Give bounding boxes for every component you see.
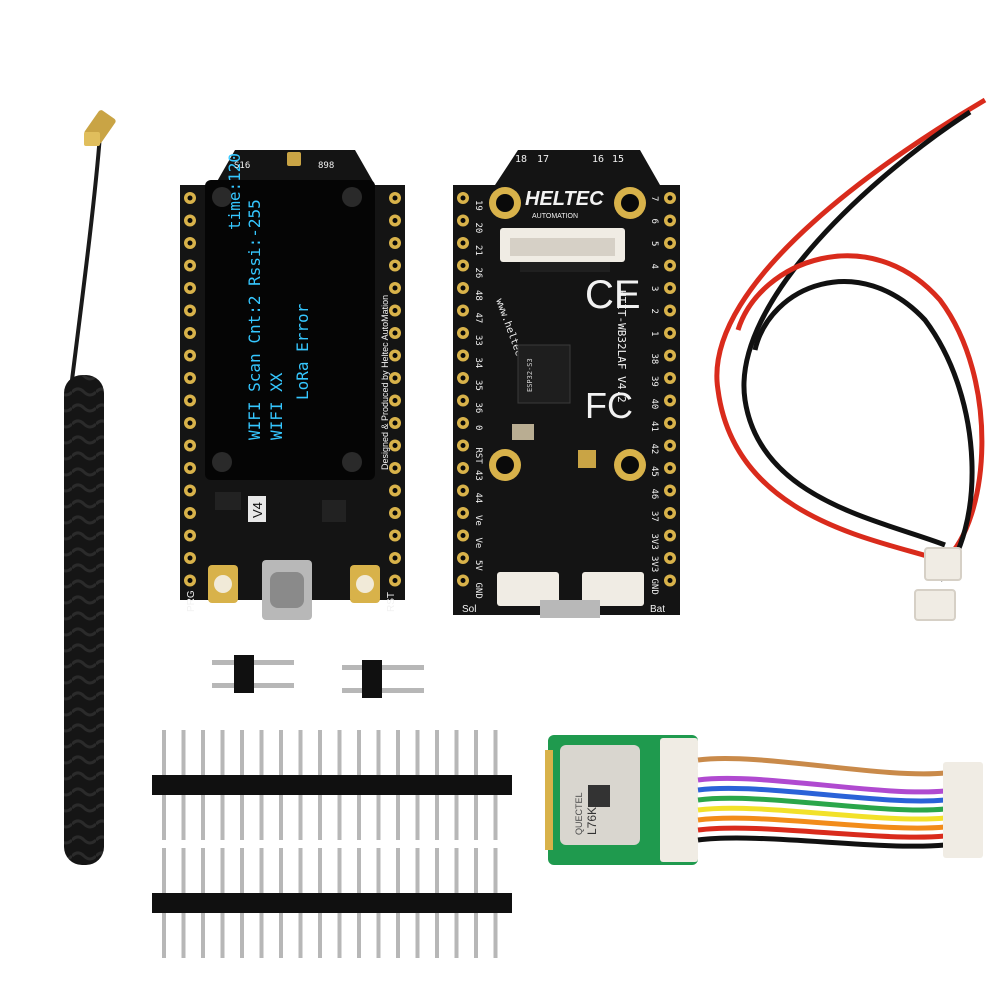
back-pin-row-left (457, 192, 469, 587)
pin-label-left: 43 (473, 470, 483, 481)
pin-label-right: 3V3 (649, 534, 659, 550)
pin-label-right: GND (649, 579, 659, 595)
pin-label-left: 48 (473, 290, 483, 301)
oled-line-1: time:120 (225, 153, 244, 230)
solar-connector (497, 572, 559, 606)
oled-line-3: WIFI XX (267, 372, 286, 440)
antenna-label-left: S16 (234, 161, 250, 171)
pin-label-left: 33 (473, 335, 483, 346)
pin-label-left: 0 (473, 425, 483, 430)
top-pin-15: 15 (612, 154, 624, 165)
antenna-label-right: 898 (318, 161, 334, 171)
antenna (64, 110, 116, 865)
designer-credit: Designed & Produced by Heltec AutoMation (380, 295, 390, 470)
pin-label-left: 36 (473, 403, 483, 414)
pin-label-right: 5 (649, 241, 659, 246)
chip-label: ESP32-S3 (526, 358, 534, 392)
model-label: HTIT-WB32LAF V4.2 (615, 290, 628, 403)
pin-label-right: 3V3 (649, 556, 659, 572)
pin-label-left: 26 (473, 268, 483, 279)
pin-label-left: Ve (473, 538, 483, 549)
short-header-2 (342, 660, 424, 698)
fcc-mark: FC (585, 385, 633, 426)
ce-mark: CE (585, 273, 641, 317)
top-pin-16: 16 (592, 154, 604, 165)
pin-label-right: 41 (649, 421, 659, 432)
gps-model: L76K (585, 807, 599, 835)
ipex-socket (287, 152, 301, 166)
pin-label-right: 39 (649, 376, 659, 387)
front-pin-row-left (184, 192, 196, 587)
pin-label-right: 42 (649, 444, 659, 455)
gps-connector (660, 738, 698, 862)
gps-ribbon-cable (697, 756, 946, 849)
heltec-logo-sub: AUTOMATION (532, 213, 578, 220)
oled-line-2: WIFI Scan Cnt:2 Rssi:-255 (245, 199, 264, 440)
pin-label-right: 1 (649, 331, 659, 336)
version-label: V4 (250, 502, 265, 518)
gps-module: QUECTEL L76K (545, 735, 983, 865)
pin-label-right: 4 (649, 264, 659, 269)
pin-label-left: 47 (473, 313, 483, 324)
battery-cable (714, 97, 987, 621)
back-pin-row-right (664, 192, 676, 587)
top-pin-17: 17 (537, 154, 549, 165)
ribbon-plug (943, 762, 983, 858)
pin-label-right: 37 (649, 511, 659, 522)
antenna-whip (64, 375, 104, 865)
board-front: time:120 WIFI Scan Cnt:2 Rssi:-255 WIFI … (180, 150, 405, 620)
solar-label: Sol (462, 604, 476, 615)
pin-label-left: 44 (473, 493, 483, 504)
prg-label: PRG (186, 590, 197, 612)
pin-label-right: 46 (649, 489, 659, 500)
pin-label-right: 2 (649, 309, 659, 314)
pin-label-right: 45 (649, 466, 659, 477)
pin-label-left: GND (473, 583, 483, 599)
back-ipex-socket (578, 450, 596, 468)
pin-label-right: 7 (649, 196, 659, 201)
front-pin-row-right (389, 192, 401, 587)
jst-plug-2 (914, 589, 956, 621)
pin-label-left: 5V (473, 560, 483, 571)
pin-label-left: 19 (473, 200, 483, 211)
ipex-connector (84, 110, 116, 146)
gps-maker: QUECTEL (574, 792, 584, 835)
pin-label-left: Ve (473, 515, 483, 526)
long-pin-header-2 (152, 848, 512, 958)
pin-label-left: 34 (473, 358, 483, 369)
pin-label-right: 6 (649, 219, 659, 224)
battery-connector (582, 572, 644, 606)
battery-label: Bat (650, 604, 665, 615)
pin-label-left: 21 (473, 245, 483, 256)
esp32-chip (517, 344, 571, 404)
rst-label: RST (386, 592, 397, 612)
top-pin-18: 18 (515, 154, 527, 165)
oled-display (205, 180, 375, 480)
pin-label-left: 20 (473, 223, 483, 234)
jst-plug-1 (924, 547, 962, 581)
pin-label-right: 38 (649, 354, 659, 365)
long-pin-header-1 (152, 730, 512, 840)
pin-label-right: 3 (649, 286, 659, 291)
heltec-logo: HELTEC (525, 188, 604, 210)
short-header-1 (212, 655, 294, 693)
pin-label-right: 40 (649, 399, 659, 410)
oled-line-4: LoRa Error (293, 303, 312, 400)
pin-label-left: 35 (473, 380, 483, 391)
board-back: 18 17 16 15 HELTEC AUTOMATION CE FC HTIT… (453, 150, 680, 618)
pin-label-left: RST (473, 448, 483, 465)
